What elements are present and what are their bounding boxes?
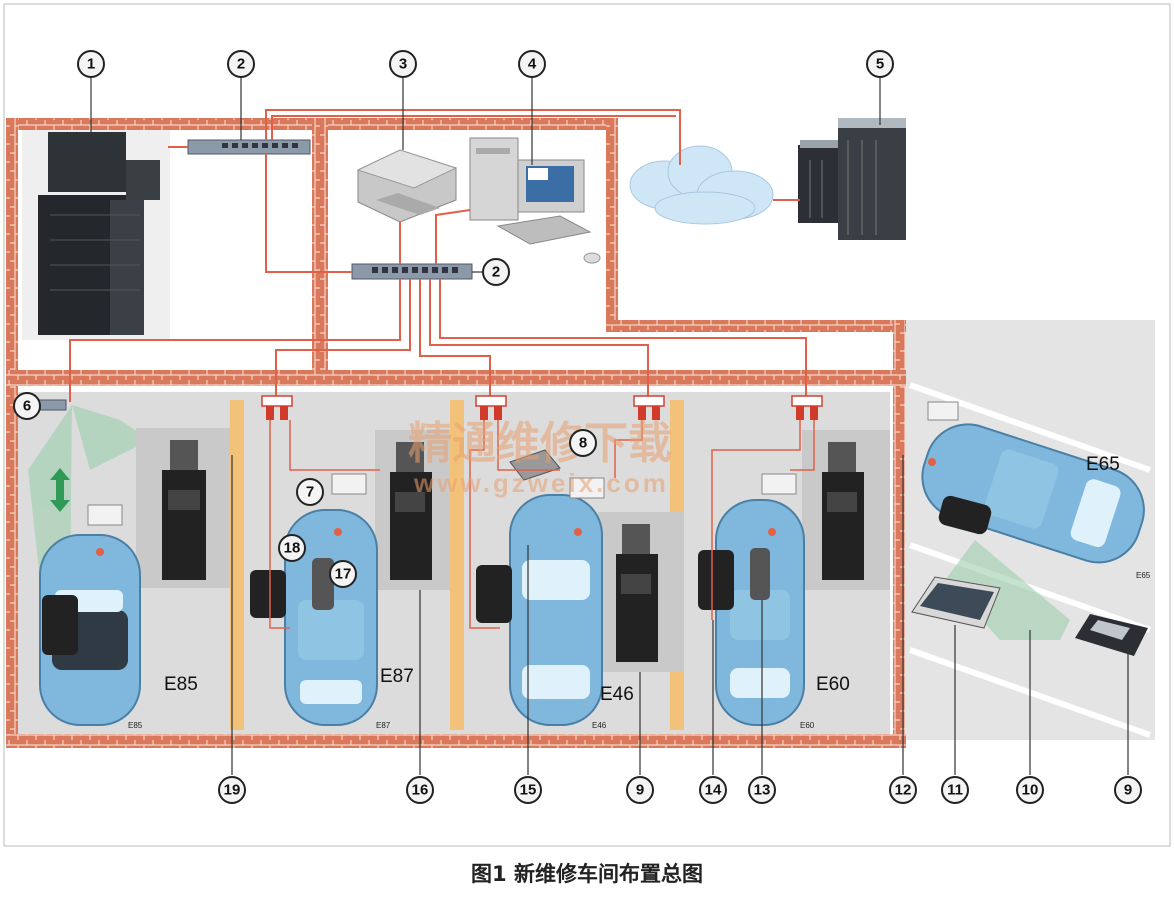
callout-7: 7 (296, 478, 324, 506)
svg-text:14: 14 (705, 782, 722, 799)
car-e60 (715, 499, 805, 726)
svg-text:18: 18 (284, 540, 301, 557)
callout-11: 11 (941, 776, 969, 804)
label-e65-small: E65 (1136, 571, 1151, 580)
svg-text:2: 2 (492, 264, 500, 281)
label-e85-small: E85 (128, 721, 143, 730)
figure-caption: 图1 新维修车间布置总图 (471, 862, 703, 886)
svg-text:11: 11 (947, 782, 963, 799)
callout-4: 4 (518, 50, 546, 78)
label-e46: E46 (600, 684, 634, 705)
label-e65: E65 (1086, 454, 1120, 475)
svg-text:5: 5 (876, 56, 884, 73)
callout-15: 15 (514, 776, 542, 804)
label-e87: E87 (380, 666, 414, 687)
svg-text:9: 9 (636, 782, 644, 799)
svg-text:2: 2 (237, 56, 245, 73)
car-e87 (284, 509, 378, 726)
laser-printer (356, 149, 458, 223)
diagnostic-heads (42, 495, 992, 655)
vehicle-interface-boxes (87, 401, 959, 526)
svg-text:1: 1 (87, 56, 95, 73)
svg-text:16: 16 (412, 782, 429, 799)
diagnostic-cart-e87 (375, 430, 450, 590)
outlet-plugs (266, 406, 818, 420)
label-e87-small: E87 (376, 721, 391, 730)
wifi-signal-outdoor (945, 540, 1070, 640)
label-e60: E60 (816, 674, 850, 695)
leader-lines (90, 77, 1129, 775)
callout-2-top: 2 (227, 50, 255, 78)
network-cloud (629, 145, 774, 225)
svg-text:10: 10 (1022, 782, 1039, 799)
mainframe-server (22, 130, 170, 340)
diagnostic-laptop-11 (911, 576, 1001, 629)
car-e46 (509, 494, 603, 726)
callout-13: 13 (748, 776, 776, 804)
callout-3: 3 (389, 50, 417, 78)
svg-text:12: 12 (895, 782, 912, 799)
watermark-url: www.gzweix.com (413, 468, 669, 498)
svg-text:3: 3 (399, 56, 407, 73)
callout-6: 6 (13, 392, 41, 420)
label-e60-small: E60 (800, 721, 815, 730)
device-cables (269, 420, 815, 629)
svg-text:9: 9 (1124, 782, 1132, 799)
svg-text:17: 17 (335, 566, 352, 583)
diagnostic-cart-e60 (802, 430, 890, 590)
pc-workstation (469, 137, 601, 264)
callout-19: 19 (218, 776, 246, 804)
callout-12: 12 (889, 776, 917, 804)
svg-text:6: 6 (23, 398, 31, 415)
diagnostic-cart-e46 (598, 512, 684, 672)
diagnostic-tablet-9 (1075, 614, 1148, 656)
network-switch-main (351, 263, 473, 280)
interface-indicators (96, 458, 936, 556)
callout-8: 8 (569, 429, 597, 457)
central-servers (798, 118, 906, 240)
callout-17: 17 (329, 560, 357, 588)
callout-9-bay: 9 (626, 776, 654, 804)
svg-text:13: 13 (754, 782, 771, 799)
diagnostic-cart-e85 (136, 428, 230, 588)
callout-10: 10 (1016, 776, 1044, 804)
callout-14: 14 (699, 776, 727, 804)
brick-walls (6, 118, 906, 748)
callout-18: 18 (278, 534, 306, 562)
callout-16: 16 (406, 776, 434, 804)
label-e85: E85 (164, 674, 198, 695)
svg-text:7: 7 (306, 484, 314, 501)
svg-text:15: 15 (520, 782, 537, 799)
label-e46-small: E46 (592, 721, 607, 730)
wall-outlets (261, 395, 823, 407)
callout-9-outdoor: 9 (1114, 776, 1142, 804)
watermark-title: 精通维修下载 (408, 418, 672, 469)
laptop-8 (509, 449, 561, 481)
up-down-arrow (50, 468, 70, 512)
callout-5: 5 (866, 50, 894, 78)
svg-text:4: 4 (528, 56, 537, 73)
workshop-layout-diagram: 精通维修下载 www.gzweix.com E85 E85 E87 E87 E4… (3, 3, 1171, 847)
network-cabling (69, 109, 807, 402)
callout-1: 1 (77, 50, 105, 78)
network-switch-top (187, 139, 311, 155)
svg-text:19: 19 (224, 782, 241, 799)
car-e65 (921, 423, 1145, 564)
callout-2-main: 2 (482, 258, 510, 286)
svg-text:8: 8 (579, 435, 587, 452)
